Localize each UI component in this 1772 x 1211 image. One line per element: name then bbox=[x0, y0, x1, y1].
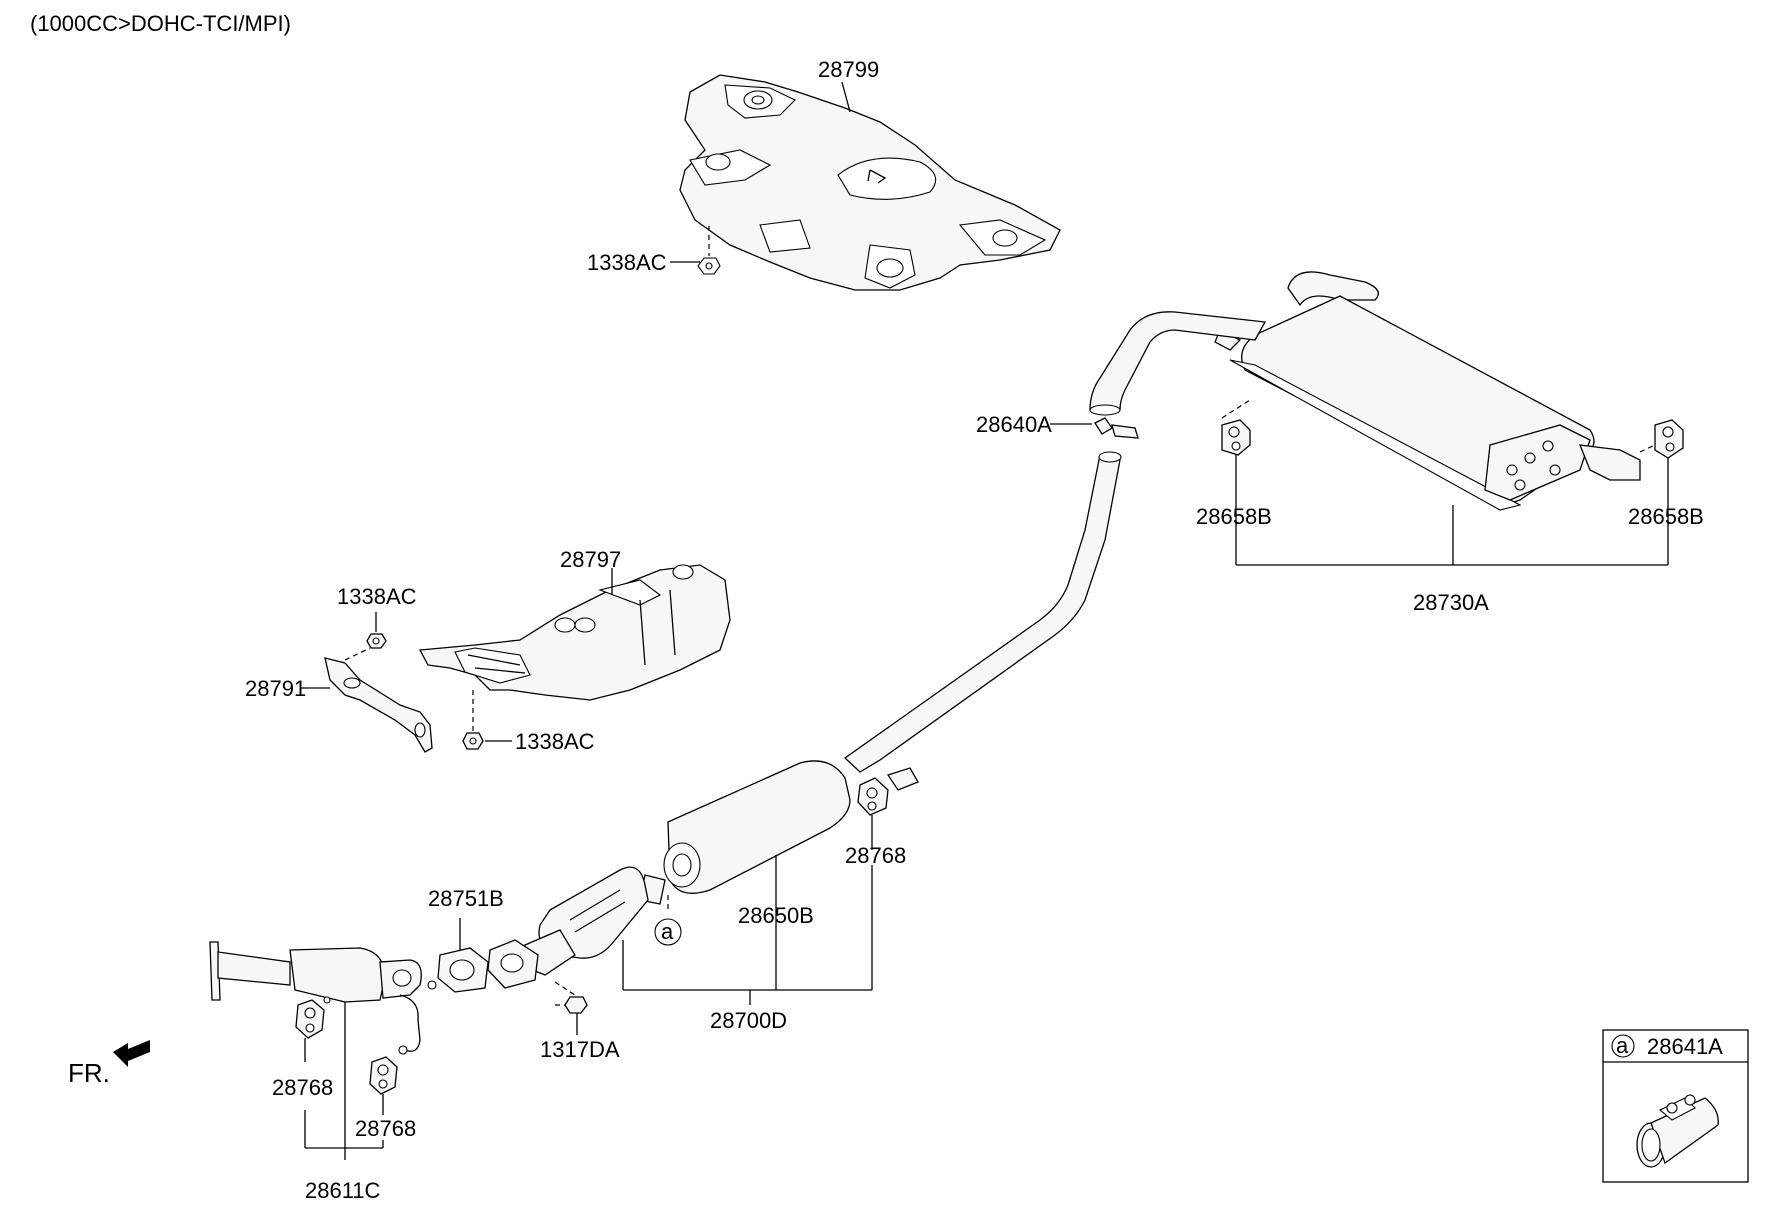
ref-a-callout: a bbox=[654, 895, 682, 946]
part-label-28730a: 28730A bbox=[1413, 590, 1489, 615]
inset-part-label: 28641A bbox=[1647, 1034, 1723, 1059]
front-direction-indicator: FR. bbox=[68, 1040, 150, 1088]
svg-text:a: a bbox=[661, 919, 674, 944]
pipe-joint-28640a[interactable] bbox=[1094, 417, 1139, 439]
part-label-28611c: 28611C bbox=[305, 1178, 381, 1203]
part-label-28768-lower: 28768 bbox=[355, 1116, 416, 1141]
main-pipe[interactable] bbox=[843, 451, 1122, 773]
nut-1338ac-mid[interactable] bbox=[366, 633, 387, 649]
engine-note: (1000CC>DOHC-TCI/MPI) bbox=[30, 11, 291, 36]
inset-box-28641a[interactable]: a 28641A bbox=[1602, 1029, 1749, 1183]
part-label-28799: 28799 bbox=[818, 57, 879, 82]
heat-shield-upper[interactable] bbox=[679, 74, 1061, 291]
nut-1338ac-low[interactable] bbox=[462, 732, 484, 750]
nut-1338ac-top[interactable] bbox=[697, 257, 721, 275]
part-label-28700d: 28700D bbox=[710, 1008, 787, 1033]
gasket-28751b[interactable] bbox=[437, 947, 489, 993]
flange-gasket-front[interactable] bbox=[487, 939, 539, 989]
part-label-28768-hanger: 28768 bbox=[845, 843, 906, 868]
front-pipe[interactable] bbox=[209, 941, 437, 1055]
part-label-28797: 28797 bbox=[560, 547, 621, 572]
rear-muffler[interactable] bbox=[1214, 271, 1641, 511]
nut-1317da[interactable] bbox=[564, 996, 588, 1014]
hanger-28658b-right[interactable] bbox=[1654, 419, 1684, 459]
part-label-1317da: 1317DA bbox=[540, 1037, 620, 1062]
part-label-28768-left: 28768 bbox=[272, 1075, 333, 1100]
part-label-28640a: 28640A bbox=[976, 412, 1052, 437]
part-label-1338ac-top: 1338AC bbox=[587, 250, 667, 275]
part-label-28791: 28791 bbox=[245, 676, 306, 701]
hanger-28658b-left[interactable] bbox=[1221, 419, 1251, 456]
hanger-28768-left[interactable] bbox=[295, 999, 325, 1039]
hanger-28768-mid[interactable] bbox=[857, 767, 919, 816]
heat-shield-mid[interactable] bbox=[418, 564, 731, 701]
part-label-28658b-right: 28658B bbox=[1628, 504, 1704, 529]
part-label-28751b: 28751B bbox=[428, 886, 504, 911]
clamp-28641a bbox=[1636, 1094, 1719, 1168]
inset-ref: a bbox=[1616, 1033, 1629, 1058]
hanger-28768-lower[interactable] bbox=[369, 1056, 398, 1095]
catalytic-converter[interactable] bbox=[519, 866, 666, 976]
part-label-1338ac-low: 1338AC bbox=[515, 729, 595, 754]
part-label-28658b-left: 28658B bbox=[1196, 504, 1272, 529]
bracket-28791[interactable] bbox=[324, 657, 433, 753]
part-label-28650b: 28650B bbox=[738, 903, 814, 928]
rear-pipe-tail[interactable] bbox=[1089, 311, 1267, 416]
front-label: FR. bbox=[68, 1058, 110, 1088]
center-muffler[interactable] bbox=[663, 760, 851, 894]
part-label-1338ac-mid: 1338AC bbox=[337, 584, 417, 609]
